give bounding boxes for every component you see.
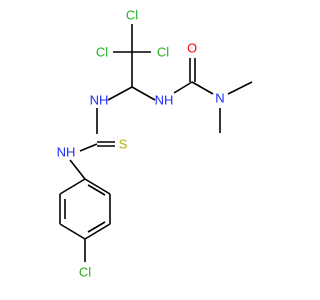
bond-group xyxy=(59,24,253,262)
bond-n-methyl-right xyxy=(227,81,253,95)
bond-ring-inner-1 xyxy=(87,184,106,196)
bond-ch-nh-right xyxy=(131,86,156,101)
molecule-structure: Cl Cl Cl O NH NH N S NH Cl xyxy=(57,8,253,280)
atom-cl-right: Cl xyxy=(157,45,169,60)
atom-cl-para: Cl xyxy=(79,265,91,280)
atom-sulfur: S xyxy=(119,137,128,152)
bond-ring-6 xyxy=(59,178,86,195)
bond-ring-1 xyxy=(84,178,111,195)
bond-ring-3 xyxy=(84,223,111,240)
atom-n-dimethyl: N xyxy=(215,91,224,106)
bond-thiocarbonyl-nh xyxy=(79,143,98,152)
bond-ch-nh-left xyxy=(107,86,133,101)
atom-nh-right: NH xyxy=(155,93,174,108)
bond-ring-4 xyxy=(59,223,86,240)
atom-nh-left: NH xyxy=(90,93,109,108)
bond-carbonyl-n xyxy=(191,81,214,95)
atom-cl-top: Cl xyxy=(126,8,138,23)
atom-label-group: Cl Cl Cl O NH NH N S NH Cl xyxy=(57,8,225,280)
atom-nh-aryl: NH xyxy=(57,145,76,160)
atom-cl-left: Cl xyxy=(96,45,108,60)
bond-nh-ring xyxy=(69,159,86,180)
bond-nh-carbonyl xyxy=(173,81,193,94)
atom-oxygen: O xyxy=(187,41,197,56)
bond-ring-inner-2 xyxy=(87,221,106,233)
